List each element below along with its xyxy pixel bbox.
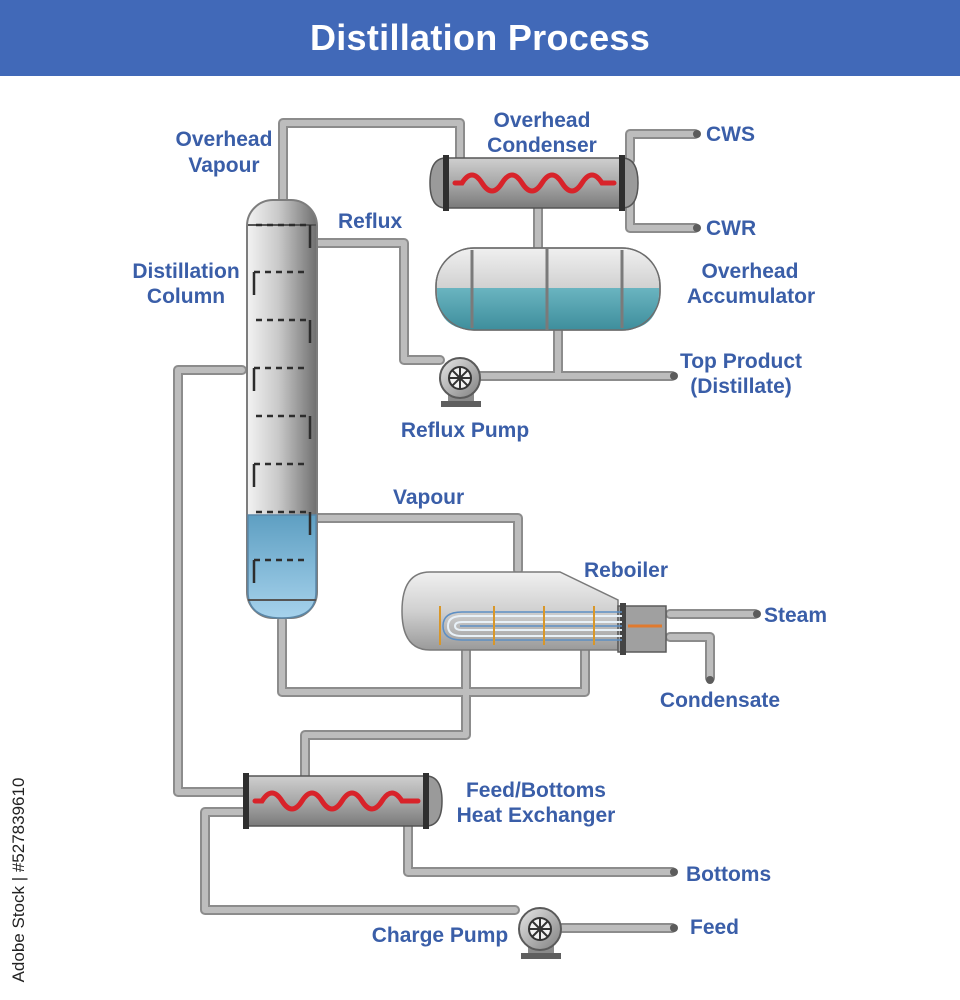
label-overhead-accumulator-line2: Accumulator (687, 285, 815, 308)
page-title: Distillation Process (309, 17, 651, 58)
label-distillation-column-line2: Column (147, 285, 225, 308)
label-feed-bottoms-hx-line2: Heat Exchanger (457, 804, 616, 827)
column-trays (252, 223, 312, 583)
label-steam: Steam (764, 604, 827, 627)
side-watermark: Adobe Stock | #527839610 (6, 760, 32, 1000)
label-bottoms: Bottoms (686, 863, 771, 886)
label-vapour: Vapour (393, 486, 464, 509)
condenser-coil (452, 172, 617, 194)
label-charge-pump: Charge Pump (372, 924, 509, 947)
side-watermark-text: Adobe Stock | #527839610 (9, 777, 28, 983)
overhead-accumulator (435, 247, 661, 331)
reboiler-tube-bundle (446, 615, 622, 637)
label-reboiler: Reboiler (584, 559, 668, 582)
label-feed: Feed (690, 916, 739, 939)
charge-pump (518, 907, 562, 959)
title-bar: Distillation Process (0, 0, 960, 76)
label-reflux-pump: Reflux Pump (401, 419, 529, 442)
label-overhead-accumulator-line1: Overhead (702, 260, 799, 283)
label-overhead-vapour-line1: Overhead (176, 128, 273, 151)
distillation-column (246, 199, 318, 619)
overhead-condenser (429, 155, 639, 211)
reflux-pump (439, 357, 481, 407)
label-top-product-line2: (Distillate) (690, 375, 792, 398)
labels: Overhead Vapour Overhead Condenser CWS C… (132, 109, 827, 947)
label-overhead-condenser-line1: Overhead (494, 109, 591, 132)
pipe-network (173, 118, 761, 933)
label-top-product-line1: Top Product (680, 350, 802, 373)
label-reflux: Reflux (338, 210, 403, 233)
heat-exchanger-coil (252, 790, 421, 812)
label-overhead-vapour-line2: Vapour (188, 154, 259, 177)
label-feed-bottoms-hx-line1: Feed/Bottoms (466, 779, 606, 802)
reboiler (401, 571, 667, 655)
label-overhead-condenser-line2: Condenser (487, 134, 597, 157)
label-distillation-column-line1: Distillation (132, 260, 239, 283)
label-cwr: CWR (706, 217, 756, 240)
label-condensate: Condensate (660, 689, 780, 712)
feed-bottoms-heat-exchanger (243, 773, 443, 829)
label-cws: CWS (706, 123, 755, 146)
